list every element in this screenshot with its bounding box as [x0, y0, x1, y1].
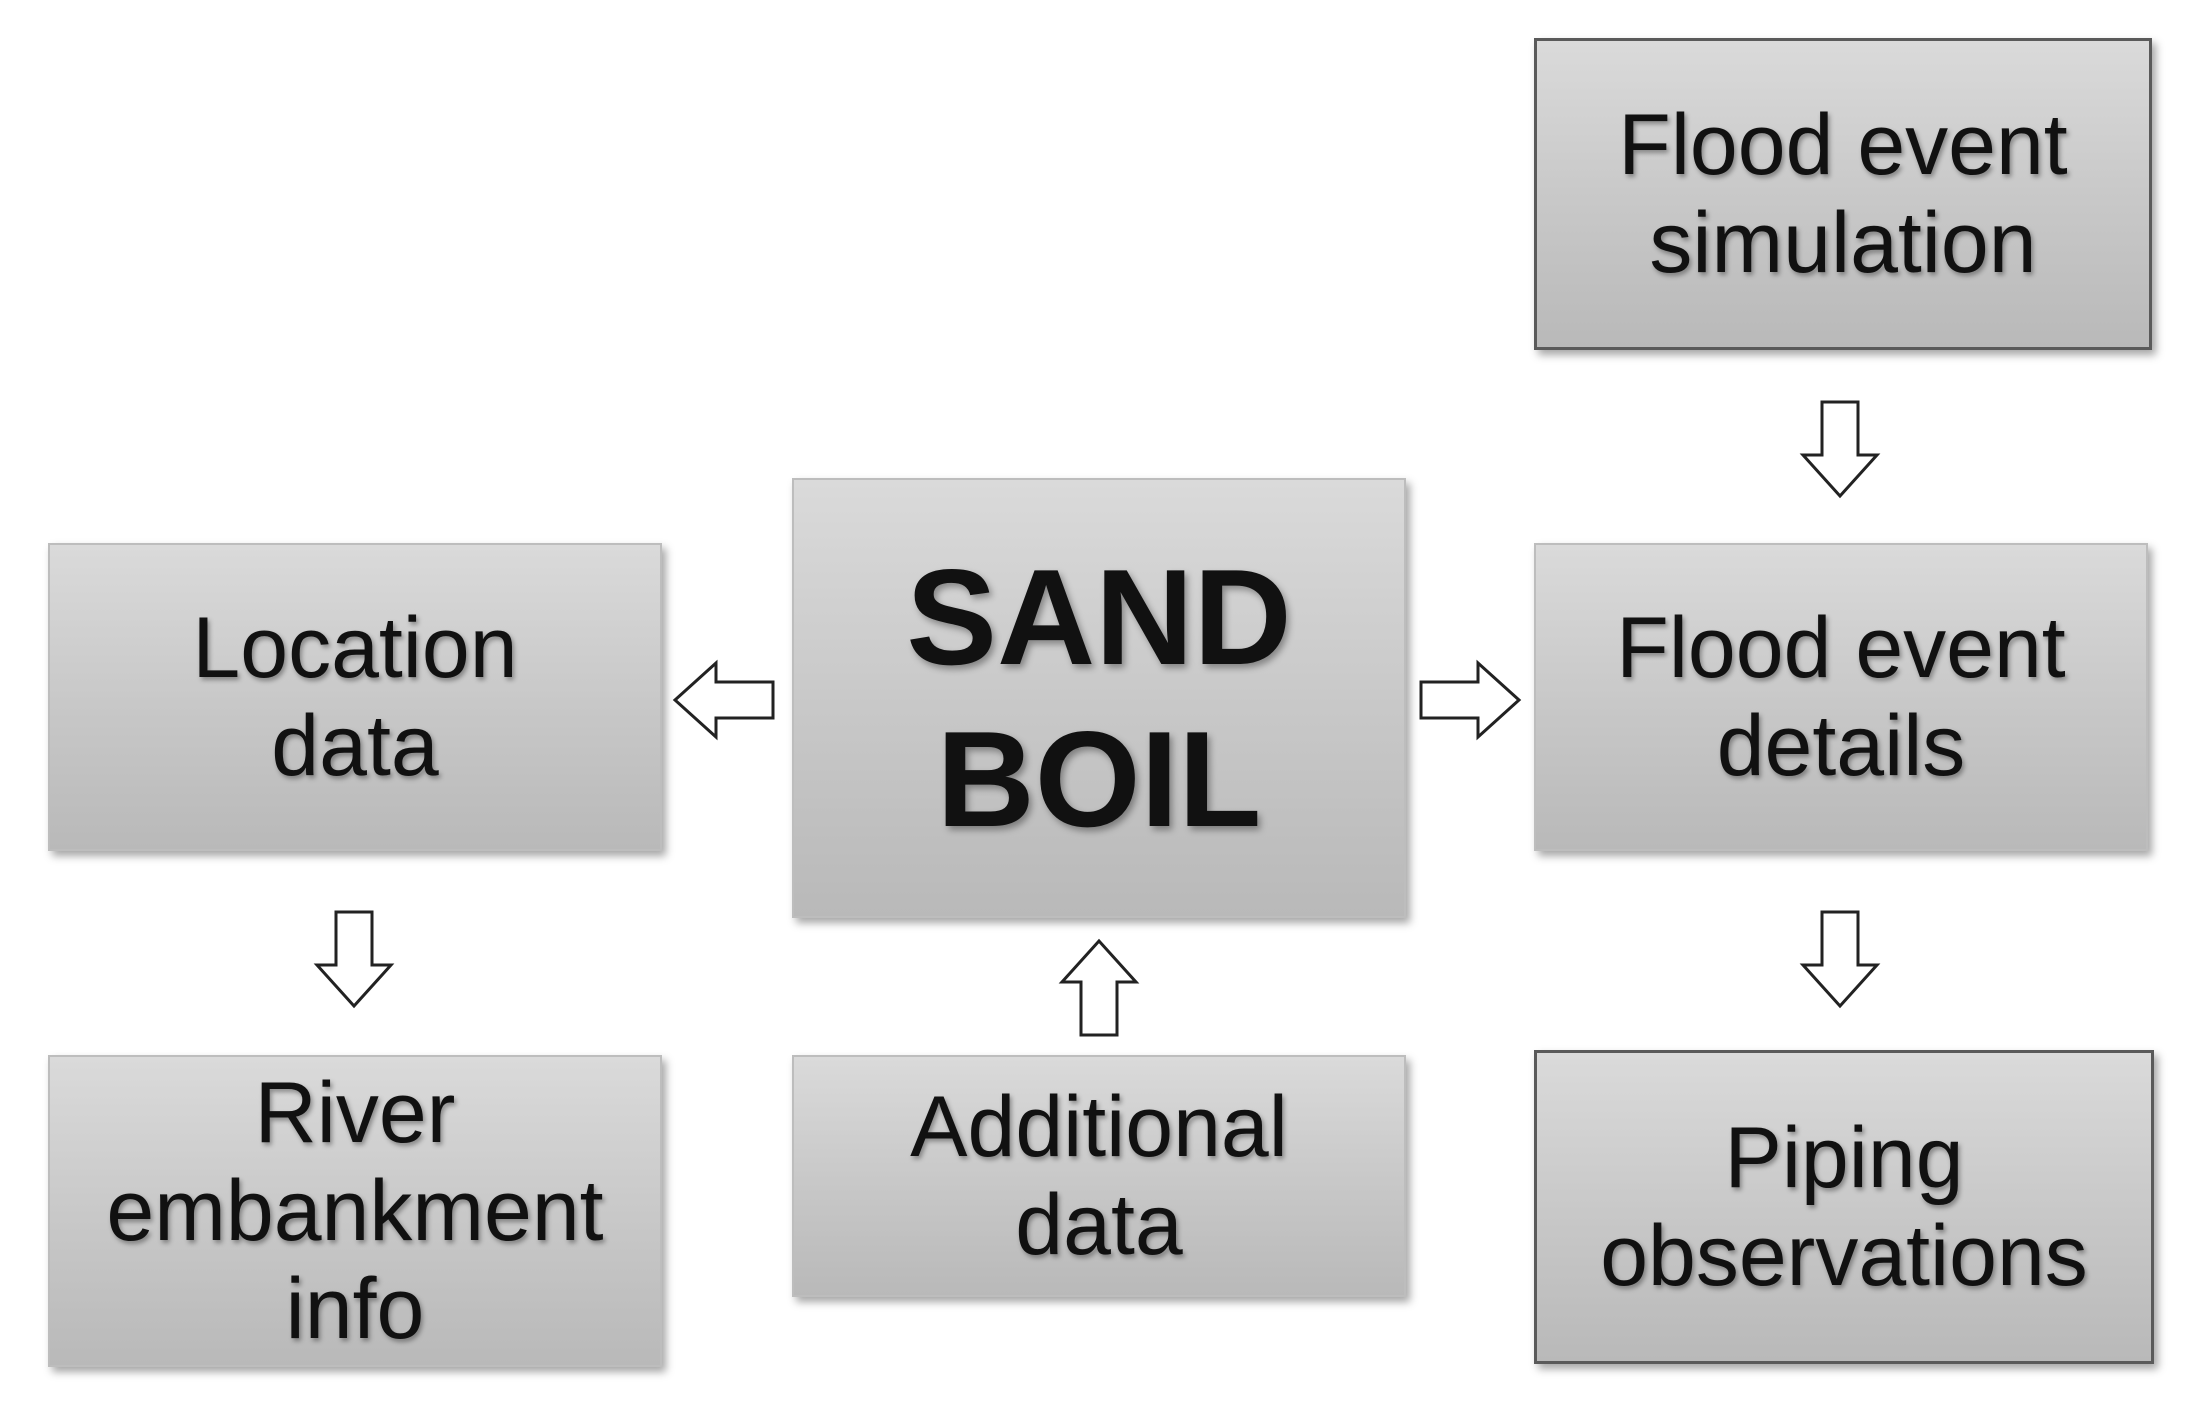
piping-observations-box: Piping observations [1534, 1050, 2154, 1364]
arrow-up-additional-to-sandboil [1058, 938, 1140, 1037]
location-data-box: Location data [48, 543, 662, 851]
additional-data-line2: data [1015, 1177, 1183, 1273]
sand-boil-box: SAND BOIL [792, 478, 1406, 918]
location-data-line2: data [271, 698, 439, 794]
arrow-right-sandboil-to-details [1419, 659, 1522, 741]
additional-data-box: Additional data [792, 1055, 1406, 1297]
flood-event-details-box: Flood event details [1534, 543, 2148, 851]
location-data-line1: Location [192, 600, 518, 696]
piping-observations-line2: observations [1600, 1208, 2088, 1304]
arrow-left-sandboil-to-location [672, 659, 775, 741]
flood-event-simulation-box: Flood event simulation [1534, 38, 2152, 350]
river-embankment-info-box: River embankment info [48, 1055, 662, 1367]
flood-event-details-line2: details [1716, 698, 1966, 794]
river-embankment-line1: River [254, 1065, 456, 1161]
arrow-down-simulation-to-details [1799, 400, 1881, 499]
river-embankment-line2: embankment [106, 1163, 604, 1259]
flood-event-details-line1: Flood event [1616, 600, 2066, 696]
sand-boil-line1: SAND [906, 541, 1292, 693]
piping-observations-line1: Piping [1724, 1110, 1964, 1206]
sand-boil-line2: BOIL [936, 703, 1262, 855]
river-embankment-line3: info [285, 1261, 425, 1357]
flood-event-simulation-line2: simulation [1649, 195, 2037, 291]
additional-data-line1: Additional [910, 1079, 1288, 1175]
flood-event-simulation-line1: Flood event [1618, 97, 2068, 193]
arrow-down-details-to-piping [1799, 910, 1881, 1009]
arrow-down-location-to-river [313, 910, 395, 1009]
